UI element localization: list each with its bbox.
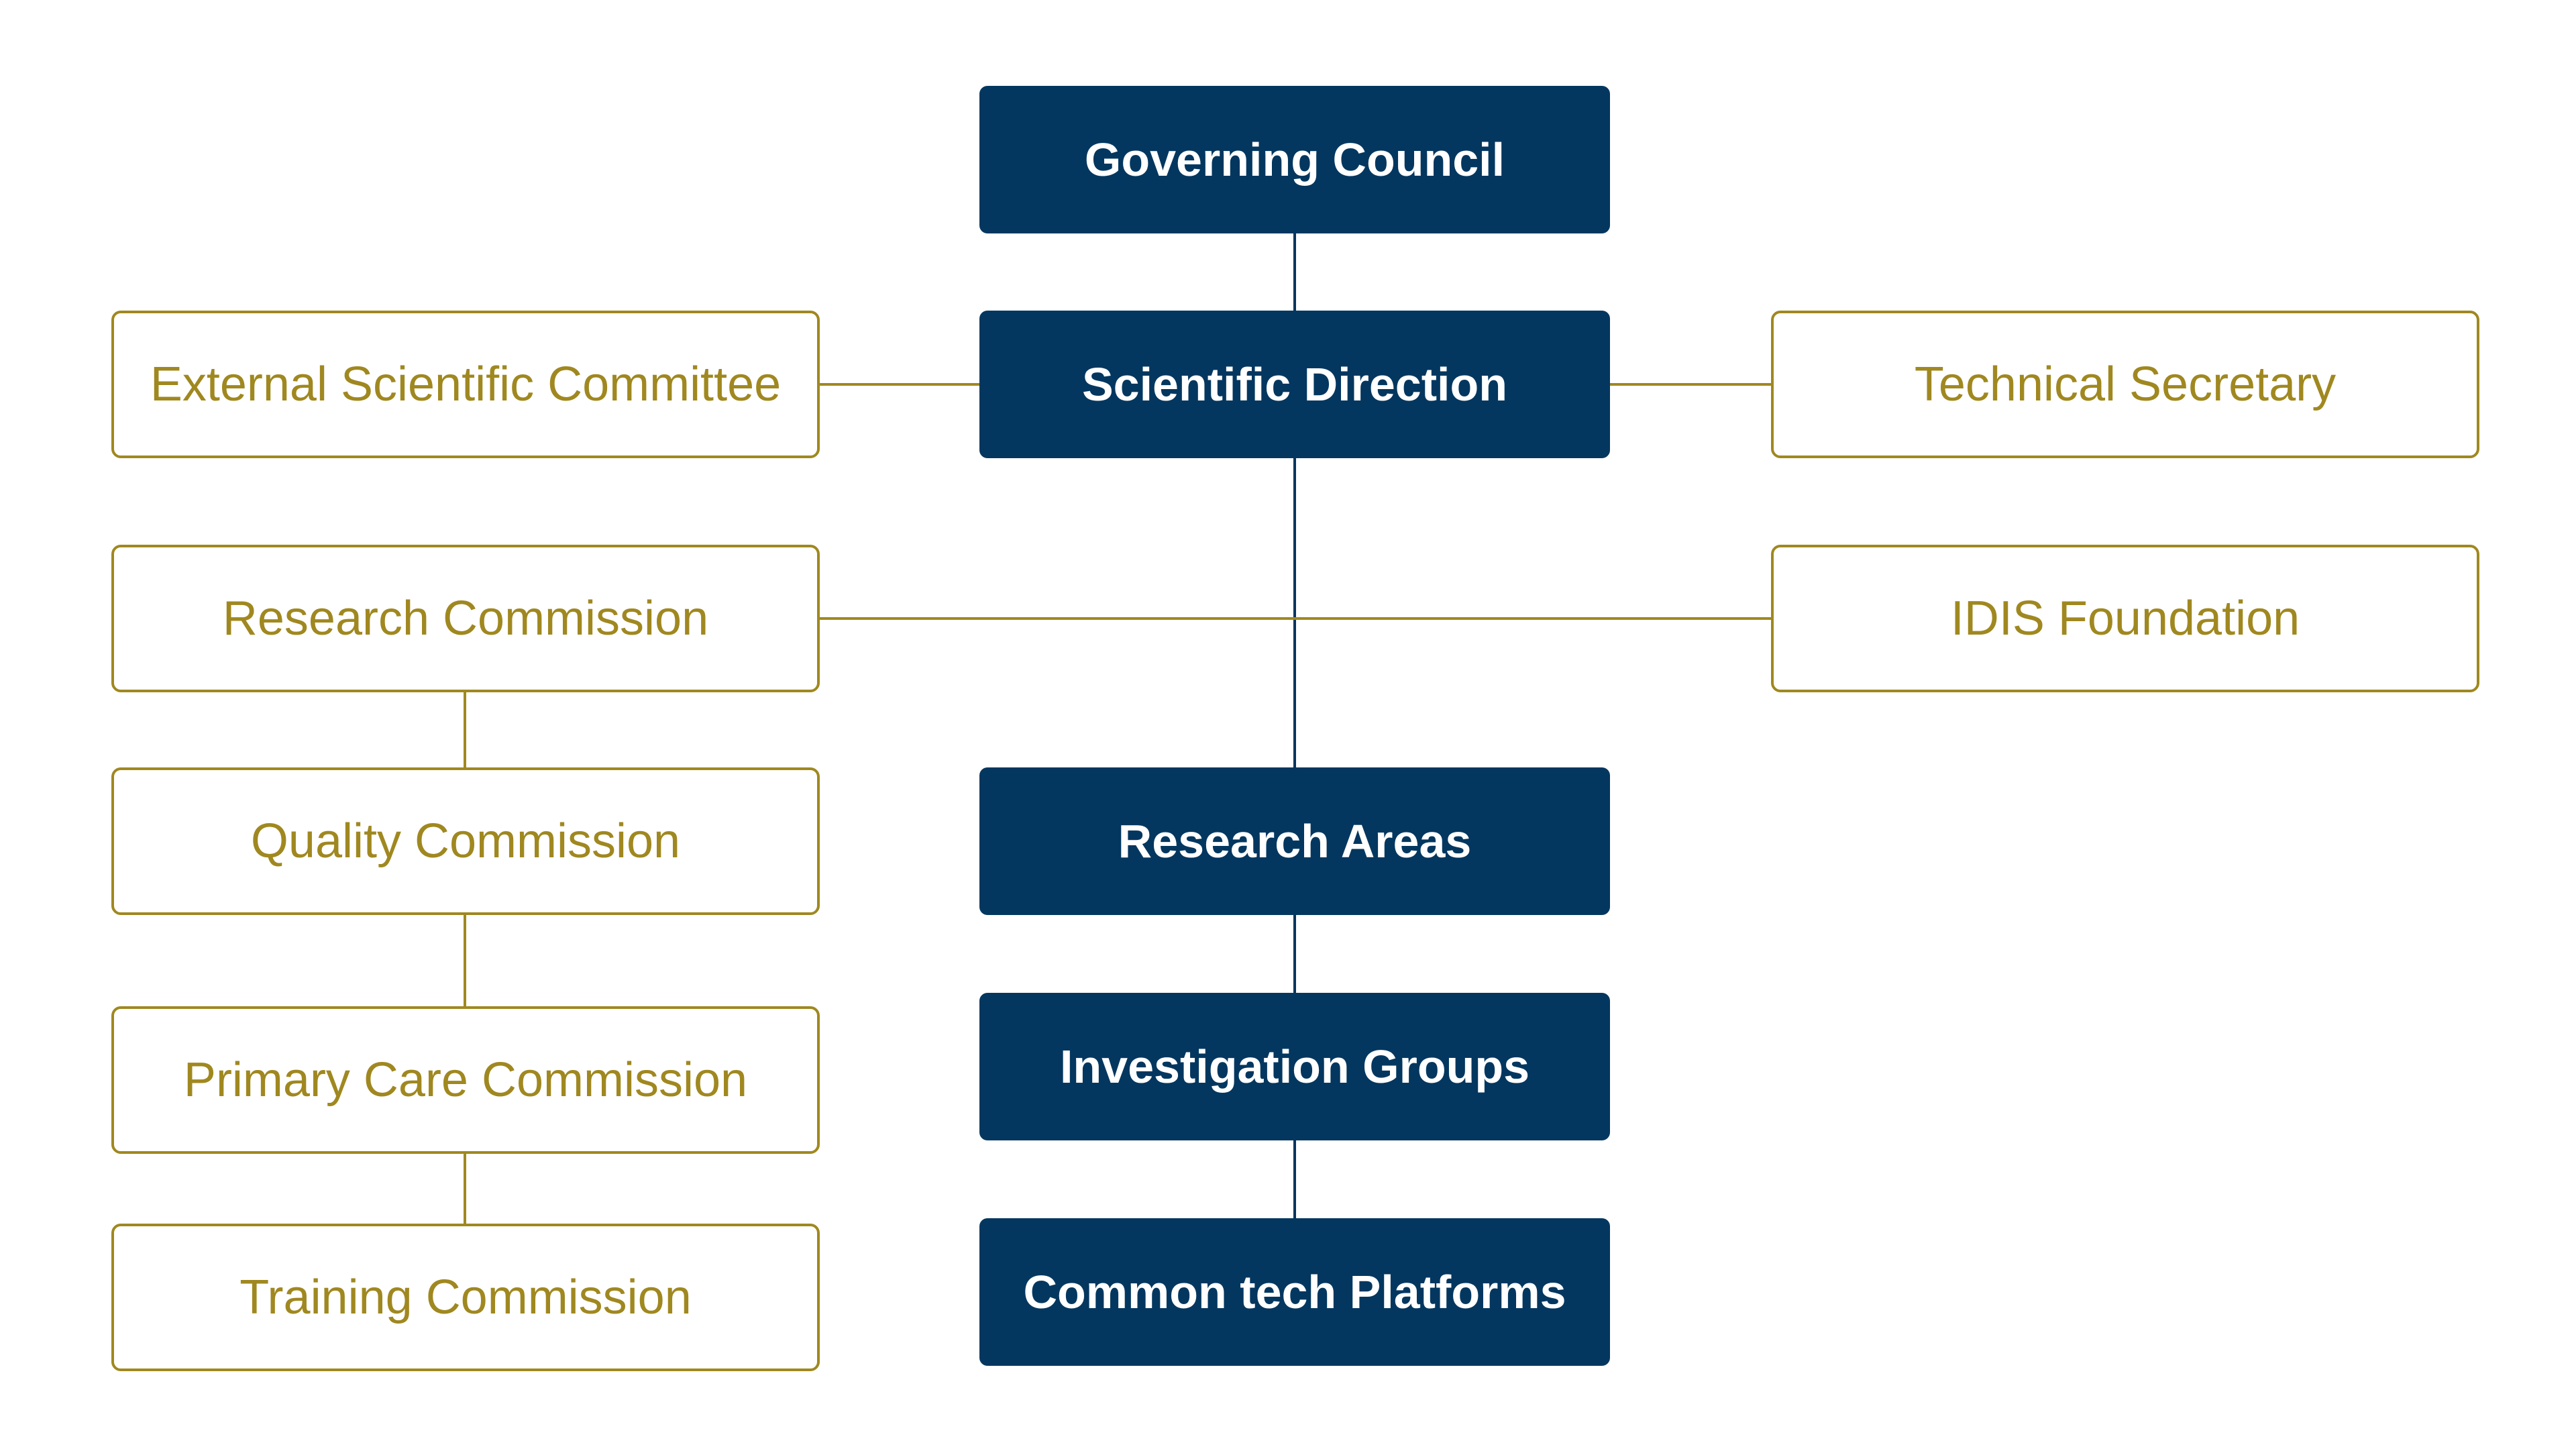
node-governing-council: Governing Council [979, 86, 1610, 233]
node-quality-commission: Quality Commission [111, 767, 820, 915]
node-primary-care-commission: Primary Care Commission [111, 1006, 820, 1154]
node-label: Research Commission [222, 592, 709, 645]
node-research-areas: Research Areas [979, 767, 1610, 915]
node-label: Governing Council [1084, 133, 1505, 186]
node-common-tech-platforms: Common tech Platforms [979, 1218, 1610, 1366]
node-label: Primary Care Commission [183, 1053, 748, 1107]
node-label: Investigation Groups [1059, 1040, 1530, 1093]
node-label: External Scientific Committee [150, 358, 782, 411]
node-label: Training Commission [239, 1271, 692, 1324]
node-label: Technical Secretary [1914, 358, 2337, 411]
node-investigation-groups: Investigation Groups [979, 993, 1610, 1140]
node-scientific-direction: Scientific Direction [979, 311, 1610, 458]
node-label: Research Areas [1118, 815, 1472, 867]
node-research-commission: Research Commission [111, 545, 820, 692]
node-training-commission: Training Commission [111, 1224, 820, 1371]
node-label: Quality Commission [250, 814, 681, 868]
node-technical-secretary: Technical Secretary [1771, 311, 2479, 458]
node-label: Scientific Direction [1081, 358, 1508, 411]
node-label: IDIS Foundation [1950, 592, 2300, 645]
node-label: Common tech Platforms [1023, 1266, 1566, 1318]
node-external-scientific-committee: External Scientific Committee [111, 311, 820, 458]
node-idis-foundation: IDIS Foundation [1771, 545, 2479, 692]
